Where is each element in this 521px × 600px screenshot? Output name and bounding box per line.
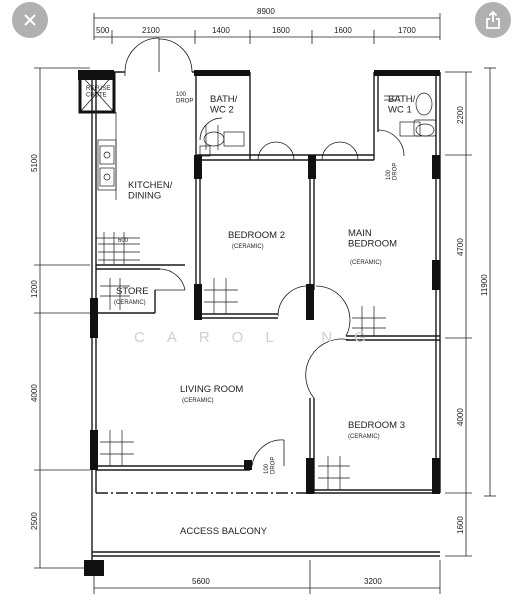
- living-room-finish: (CERAMIC): [182, 398, 214, 404]
- dim-left-1: 5100: [30, 154, 39, 172]
- living-grating: [100, 430, 134, 466]
- dim-top-5: 1600: [334, 26, 352, 35]
- bedroom3-grating: [318, 456, 350, 490]
- main-bedroom-finish: (CERAMIC): [350, 260, 382, 266]
- bath1-label: BATH/WC 1: [388, 94, 416, 115]
- dim-top-total: 8900: [257, 7, 275, 16]
- dim-top-6: 1700: [398, 26, 416, 35]
- walls: [91, 71, 441, 568]
- store-finish: (CERAMIC): [114, 300, 146, 306]
- balcony-label: ACCESS BALCONY: [180, 526, 268, 537]
- bedroom3-finish: (CERAMIC): [348, 434, 380, 440]
- close-icon: [24, 14, 36, 26]
- dim-left-4: 2500: [30, 512, 39, 530]
- drop-bath1-label: 100DROP: [386, 163, 399, 180]
- dim-bottom-1: 5600: [192, 577, 210, 586]
- dim-top-2: 2100: [142, 26, 160, 35]
- dim-left-2: 1200: [30, 280, 39, 298]
- dimension-text: 8900 500 2100 1400 1600 1600 1700 5100 1…: [30, 7, 489, 586]
- fixtures: [96, 92, 437, 490]
- dim-right-2: 4700: [456, 238, 465, 256]
- share-button[interactable]: [475, 2, 511, 38]
- dimension-lines: [34, 13, 496, 594]
- bedroom2-label: BEDROOM 2: [228, 230, 285, 241]
- dim-top-4: 1600: [272, 26, 290, 35]
- living-room-label: LIVING ROOM: [180, 384, 243, 395]
- dim-right-1: 2200: [456, 106, 465, 124]
- dim-left-3: 4000: [30, 384, 39, 402]
- dim-top-1: 500: [96, 26, 110, 35]
- dim-right-total: 11900: [480, 274, 489, 296]
- kitchen-label: KITCHEN/DINING: [128, 180, 173, 201]
- kitchen-grating: [98, 232, 140, 264]
- wall-columns: [78, 70, 440, 576]
- dim-right-3: 4000: [456, 408, 465, 426]
- main-bedroom-grating: [352, 306, 386, 336]
- drop-living-label: 100DROP: [264, 457, 277, 474]
- bedroom2-grating: [204, 278, 238, 314]
- store-grating: [100, 278, 130, 310]
- dim-bottom-2: 3200: [364, 577, 382, 586]
- watermark: CAROL NG: [134, 329, 388, 346]
- store-label: STORE: [116, 286, 149, 297]
- bedroom2-finish: (CERAMIC): [232, 244, 264, 250]
- bath2-label: BATH/WC 2: [210, 94, 238, 115]
- close-button[interactable]: [12, 2, 48, 38]
- bedroom3-label: BEDROOM 3: [348, 420, 405, 431]
- dim-right-4: 1600: [456, 516, 465, 534]
- kitchen-counter-dim: 600: [118, 238, 129, 244]
- dim-top-3: 1400: [212, 26, 230, 35]
- share-icon: [486, 11, 500, 29]
- doors: [124, 37, 405, 467]
